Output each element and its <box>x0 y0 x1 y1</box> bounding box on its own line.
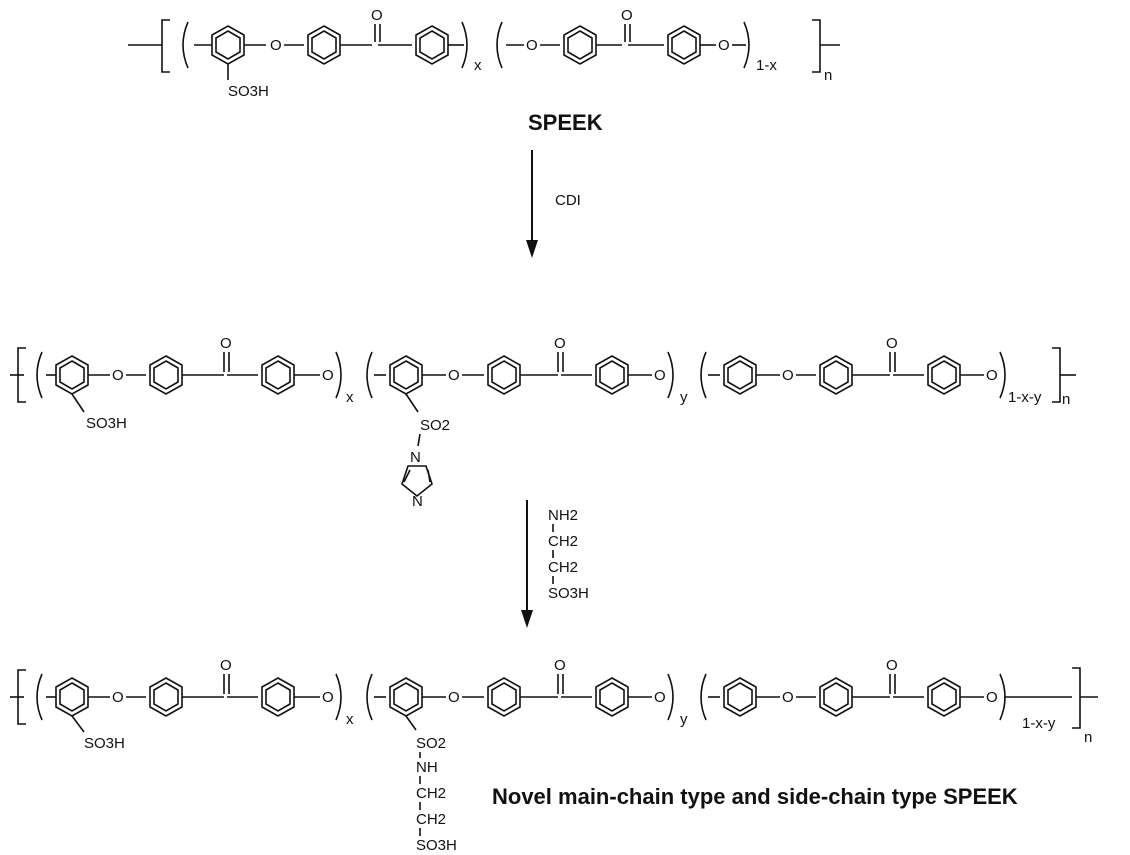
novel-speek-title: Novel main-chain type and side-chain typ… <box>492 784 1018 809</box>
ch2-label: CH2 <box>548 533 578 550</box>
ether-oxygen-label: O <box>448 689 460 706</box>
reagent-cdi-label: CDI <box>555 192 581 209</box>
reaction-arrow-1 <box>526 150 538 258</box>
so2-label: SO2 <box>420 417 450 434</box>
ch2-label: CH2 <box>416 785 446 802</box>
carbonyl-oxygen-label: O <box>886 657 898 674</box>
reaction-arrow-2 <box>521 500 533 628</box>
subscript-n: n <box>1084 729 1092 746</box>
carbonyl-oxygen-label: O <box>220 335 232 352</box>
ether-oxygen-label: O <box>986 689 998 706</box>
carbonyl-oxygen-label: O <box>886 335 898 352</box>
so3h-label: SO3H <box>548 585 589 602</box>
subscript-x: x <box>474 57 482 74</box>
so3h-label: SO3H <box>416 837 457 854</box>
imidazole-nitrogen-label: N <box>412 493 423 510</box>
ether-oxygen-label: O <box>270 37 282 54</box>
imidazole-nitrogen-label: N <box>410 449 421 466</box>
ether-oxygen-label: O <box>718 37 730 54</box>
nh-label: NH <box>416 759 438 776</box>
ether-oxygen-label: O <box>782 367 794 384</box>
subscript-x: x <box>346 711 354 728</box>
ether-oxygen-label: O <box>654 367 666 384</box>
carbonyl-oxygen-label: O <box>554 335 566 352</box>
subscript-y: y <box>680 711 688 728</box>
subscript-y: y <box>680 389 688 406</box>
speek-structure: SO3H O O x O O O <box>128 7 840 100</box>
so2-label: SO2 <box>416 735 446 752</box>
so3h-label: SO3H <box>86 415 127 432</box>
subscript-1-x-y: 1-x-y <box>1022 715 1056 732</box>
carbonyl-oxygen-label: O <box>621 7 633 24</box>
ether-oxygen-label: O <box>782 689 794 706</box>
product-structure: SO3H O O O x SO2 NH CH2 CH2 SO3H O <box>10 657 1098 854</box>
ether-oxygen-label: O <box>322 689 334 706</box>
nh2-label: NH2 <box>548 507 578 524</box>
subscript-n: n <box>1062 391 1070 408</box>
speek-title: SPEEK <box>528 110 603 135</box>
ch2-label: CH2 <box>416 811 446 828</box>
ether-oxygen-label: O <box>112 367 124 384</box>
carbonyl-oxygen-label: O <box>554 657 566 674</box>
carbonyl-oxygen-label: O <box>371 7 383 24</box>
subscript-1-x: 1-x <box>756 57 777 74</box>
ether-oxygen-label: O <box>986 367 998 384</box>
subscript-1-x-y: 1-x-y <box>1008 389 1042 406</box>
carbonyl-oxygen-label: O <box>220 657 232 674</box>
ether-oxygen-label: O <box>322 367 334 384</box>
so3h-label: SO3H <box>84 735 125 752</box>
ether-oxygen-label: O <box>526 37 538 54</box>
taurine-reagent: NH2 CH2 CH2 SO3H <box>548 507 589 602</box>
ch2-label: CH2 <box>548 559 578 576</box>
so3h-label: SO3H <box>228 83 269 100</box>
intermediate-structure: SO3H O O O x SO2 N N O <box>10 335 1076 510</box>
ether-oxygen-label: O <box>654 689 666 706</box>
ether-oxygen-label: O <box>448 367 460 384</box>
ether-oxygen-label: O <box>112 689 124 706</box>
subscript-x: x <box>346 389 354 406</box>
subscript-n: n <box>824 67 832 84</box>
